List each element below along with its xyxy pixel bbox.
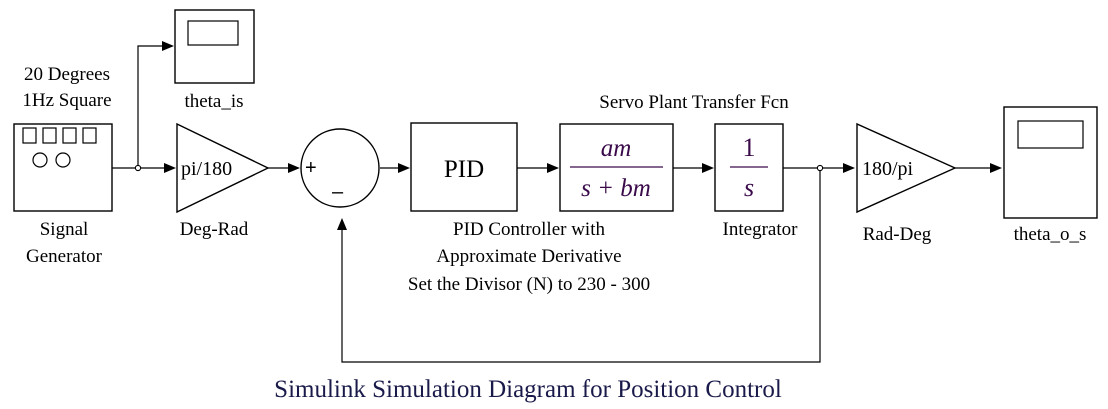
arrowheads (162, 41, 1002, 230)
generator-button-2 (42, 127, 57, 144)
integrator-denominator: s (744, 173, 754, 202)
scope-output-block[interactable] (1003, 106, 1098, 219)
scope-output-screen (1017, 120, 1084, 149)
generator-button-3 (62, 127, 77, 144)
sum-plus-sign: + (305, 157, 317, 179)
gain-deg-rad-block[interactable]: pi/180 (176, 122, 270, 214)
generator-label-1: Signal (40, 219, 89, 240)
branch-point-input (134, 164, 142, 172)
generator-button-4 (82, 127, 97, 144)
integrator-label: Integrator (723, 219, 799, 240)
generator-button-1 (22, 127, 37, 144)
sum-minus-sign: – (332, 181, 344, 203)
pid-controller-block[interactable]: PID (410, 122, 518, 212)
integrator-numerator: 1 (743, 133, 756, 162)
generator-knob-2 (55, 152, 71, 168)
gain-rad-deg-triangle (856, 122, 957, 214)
arrow-to-pid (398, 163, 410, 173)
sum-block[interactable]: + – (300, 128, 380, 208)
arrow-to-gain2 (843, 163, 855, 173)
pid-label-3: Set the Divisor (N) to 230 - 300 (408, 274, 650, 295)
arrow-to-scope-out (990, 163, 1002, 173)
signal-wires (112, 45, 997, 363)
sum-circle (300, 128, 380, 208)
plant-title: Servo Plant Transfer Fcn (599, 92, 789, 113)
arrow-to-int (702, 163, 714, 173)
generator-annotation-1: 20 Degrees (24, 64, 110, 85)
wire-feedback (341, 168, 821, 363)
integrator-block[interactable]: 1 s (714, 123, 784, 212)
scope-input-block[interactable] (174, 9, 255, 84)
scope-input-screen (187, 20, 239, 46)
signal-generator-block[interactable] (13, 123, 113, 212)
gain-deg-rad-triangle (176, 122, 270, 214)
generator-knob-1 (32, 152, 48, 168)
arrow-to-plant (547, 163, 559, 173)
pid-body (410, 122, 518, 212)
gain-rad-deg-value: 180/pi (862, 158, 914, 180)
generator-annotation-2: 1Hz Square (22, 90, 111, 111)
scope-output-label: theta_o_s (1014, 224, 1087, 245)
plant-denominator: s + bm (581, 175, 651, 202)
pid-label-1: PID Controller with (453, 219, 605, 240)
generator-label-2: Generator (26, 246, 103, 267)
wire-branch-to-scope (137, 45, 170, 168)
branch-point-output (816, 164, 824, 172)
pid-text: PID (444, 156, 484, 183)
gain-rad-deg-label: Rad-Deg (863, 224, 932, 245)
arrow-feedback (337, 218, 347, 230)
arrow-to-gain1 (164, 163, 176, 173)
scope-input-label: theta_is (184, 91, 243, 112)
gain-deg-rad-label: Deg-Rad (180, 219, 249, 240)
pid-label-2: Approximate Derivative (436, 246, 621, 267)
gain-deg-rad-value: pi/180 (181, 158, 232, 180)
plant-numerator: am (601, 135, 632, 162)
arrow-to-scope-in (162, 41, 174, 51)
gain-rad-deg-block[interactable]: 180/pi (856, 122, 957, 214)
plant-transfer-fcn-block[interactable]: am s + bm (559, 123, 674, 212)
diagram-title: Simulink Simulation Diagram for Position… (274, 376, 782, 403)
arrow-to-sum (288, 163, 300, 173)
